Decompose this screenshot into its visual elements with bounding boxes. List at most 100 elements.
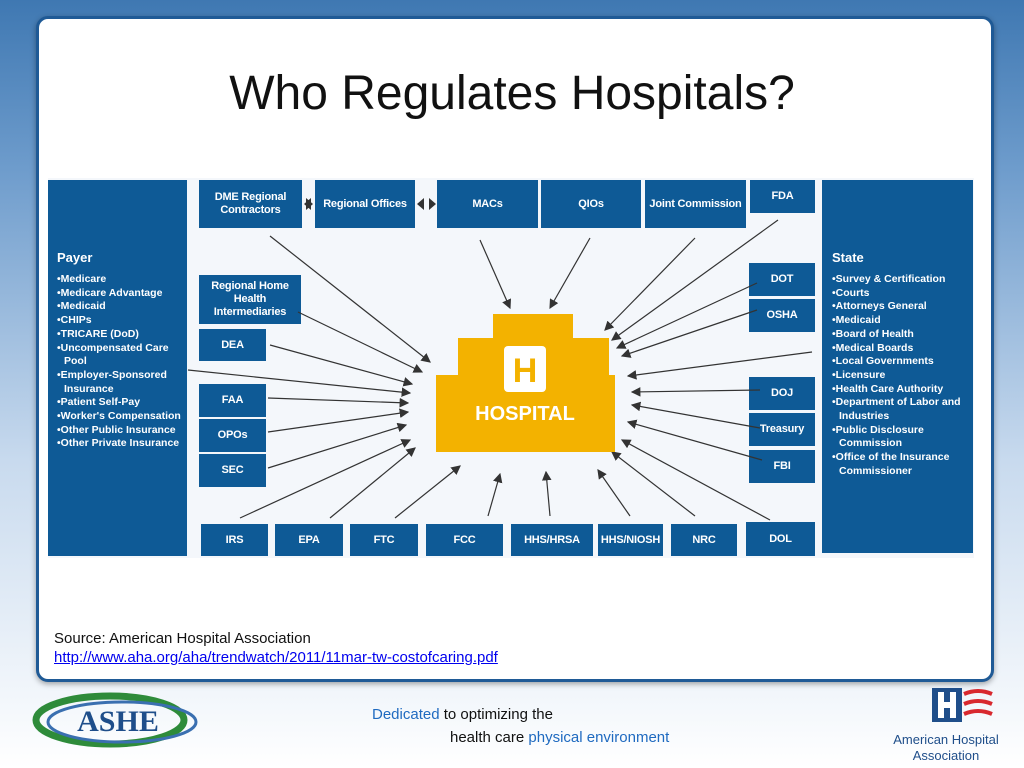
state-item: •Health Care Authority	[832, 382, 944, 395]
box-fcc: FCC	[426, 524, 503, 556]
arrow-state	[626, 351, 813, 380]
state-item: •Board of Health	[832, 327, 914, 340]
state-heading: State	[832, 250, 864, 265]
arrow-fcc	[487, 472, 503, 517]
state-list: •Survey & Certification•Courts•Attorneys…	[832, 273, 969, 479]
box-regional-home-health: Regional Home Health Intermediaries	[199, 275, 301, 324]
source-citation: Source: American Hospital Association ht…	[54, 630, 498, 666]
arrow-treasury	[630, 401, 761, 429]
aha-line1: American Hospital	[893, 732, 999, 747]
ashe-swoosh-blue-icon	[46, 700, 198, 744]
arrow-dol	[620, 439, 771, 521]
state-item: •Medical Boards	[832, 341, 914, 354]
arrow-doj	[630, 387, 761, 397]
payer-item: •Medicaid	[57, 300, 106, 313]
box-fbi: FBI	[749, 450, 815, 483]
arrow-irs	[239, 439, 412, 519]
payer-list: •Medicare•Medicare Advantage•Medicaid•CH…	[57, 273, 181, 451]
box-fda: FDA	[750, 180, 815, 213]
arrow-group	[187, 219, 813, 521]
arrow-opos	[267, 408, 410, 433]
box-treasury: Treasury	[749, 413, 815, 446]
tagline-dedicated: Dedicated	[372, 706, 440, 723]
arrow-epa	[329, 447, 416, 519]
state-item: •Survey & Certification	[832, 273, 946, 285]
tagline: Dedicated to optimizing the health care …	[372, 703, 669, 749]
payer-item: •Other Public Insurance	[57, 423, 176, 436]
state-item: •Medicaid	[832, 314, 881, 327]
payer-item: •Medicare	[57, 273, 107, 285]
box-ftc: FTC	[350, 524, 418, 556]
arrow-hhs-hrsa	[541, 470, 552, 517]
arrow-osha	[620, 309, 758, 358]
box-opos: OPOs	[199, 419, 266, 452]
arrow-joint-commission	[604, 237, 696, 331]
state-panel: State •Survey & Certification•Courts•Att…	[822, 180, 973, 553]
box-doj: DOJ	[749, 377, 815, 410]
box-osha: OSHA	[749, 299, 815, 332]
box-dme-regional-contractors: DME Regional Contractors	[199, 180, 302, 228]
box-dea: DEA	[199, 329, 266, 361]
box-qios: QIOs	[541, 180, 641, 228]
state-item: •Local Governments	[832, 355, 934, 368]
arrow-faa	[267, 397, 410, 408]
state-item: •Attorneys General	[832, 300, 927, 313]
state-item: •Department of Labor and Industries	[832, 396, 961, 423]
state-item: •Licensure	[832, 368, 886, 381]
box-nrc: NRC	[671, 524, 737, 556]
box-faa: FAA	[199, 384, 266, 417]
payer-item: •Worker's Compensation	[57, 410, 181, 423]
arrow-fda	[611, 219, 779, 341]
payer-item: •CHIPs	[57, 314, 92, 327]
tagline-part3: health care	[450, 729, 529, 746]
state-item: •Office of the Insurance Commissioner	[832, 451, 950, 477]
arrow-nrc	[611, 451, 696, 517]
payer-item: •TRICARE (DoD)	[57, 327, 139, 340]
hospital-label: HOSPITAL	[475, 403, 575, 425]
arrow-rhhi	[297, 311, 424, 373]
state-item: •Courts	[832, 286, 870, 299]
hospital-letter: H	[513, 352, 538, 390]
box-dol: DOL	[746, 522, 815, 556]
arrow-sec	[267, 422, 408, 469]
box-macs: MACs	[437, 180, 538, 228]
tagline-part2: to optimizing the	[439, 706, 553, 723]
arrow-dme	[269, 235, 431, 363]
arrow-payer	[187, 369, 412, 397]
arrow-ftc	[394, 465, 461, 519]
arrow-fbi	[626, 419, 763, 461]
payer-item: •Patient Self-Pay	[57, 396, 141, 409]
payer-heading: Payer	[57, 250, 93, 265]
payer-panel: Payer •Medicare•Medicare Advantage•Medic…	[48, 180, 187, 556]
aha-logo-icon	[932, 688, 993, 722]
payer-item: •Uncompensated Care Pool	[57, 341, 169, 368]
box-regional-offices: Regional Offices	[315, 180, 415, 228]
box-sec: SEC	[199, 454, 266, 487]
tagline-physical: physical environment	[528, 729, 670, 746]
arrow-dea	[269, 344, 414, 387]
payer-item: •Employer-Sponsored Insurance	[57, 368, 167, 395]
arrow-dot	[615, 282, 758, 349]
arrow-qios	[549, 237, 591, 310]
aha-logo-text: American Hospital Association	[876, 732, 1016, 764]
box-hhs-hrsa: HHS/HRSA	[511, 524, 593, 556]
double-arrow-right-icon	[306, 198, 313, 210]
hospital-sign-icon	[504, 346, 546, 392]
slide-title: Who Regulates Hospitals?	[229, 67, 795, 120]
box-joint-commission: Joint Commission	[645, 180, 746, 228]
ashe-swoosh-icon	[32, 692, 188, 748]
source-link[interactable]: http://www.aha.org/aha/trendwatch/2011/1…	[54, 649, 498, 666]
arrow-hhs-niosh	[597, 469, 631, 517]
double-arrow-right-icon-2	[429, 198, 436, 210]
payer-item: •Medicare Advantage	[57, 286, 163, 299]
double-arrow-left-icon-2	[417, 198, 424, 210]
source-text: Source: American Hospital Association	[54, 630, 311, 647]
box-dot: DOT	[749, 263, 815, 296]
ashe-logo: ASHE	[32, 692, 198, 748]
ashe-logo-text: ASHE	[77, 705, 159, 738]
box-hhs-niosh: HHS/NIOSH	[598, 524, 663, 556]
aha-line2: Association	[912, 748, 980, 763]
payer-item: •Other Private Insurance	[57, 437, 180, 450]
